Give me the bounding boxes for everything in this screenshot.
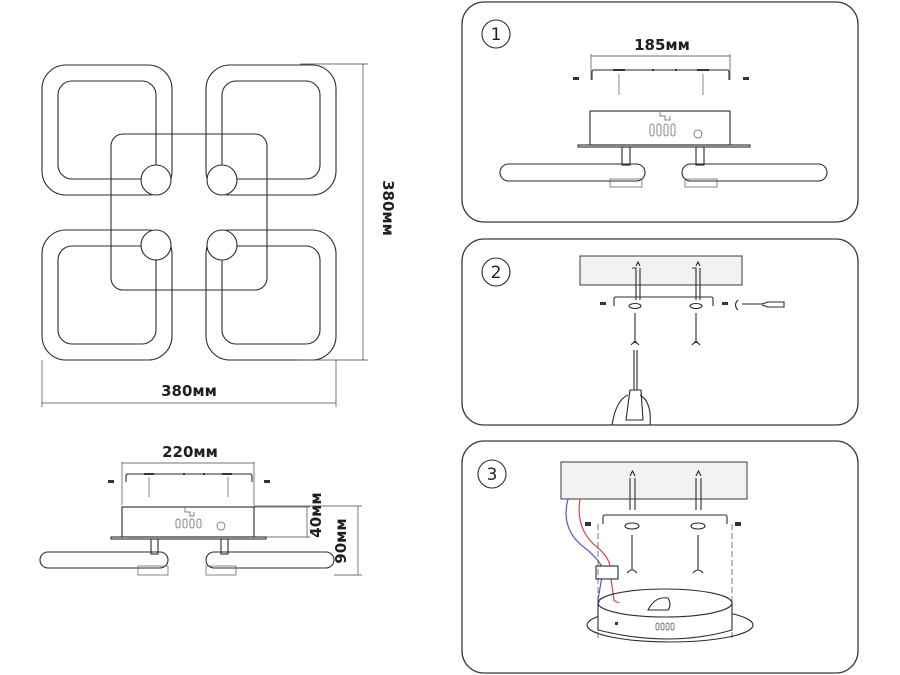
arm-right xyxy=(205,551,335,569)
step-2-screw-left xyxy=(630,313,640,346)
ring-bottom-right xyxy=(205,229,337,361)
side-screw-right xyxy=(264,480,270,483)
step-3-bracket xyxy=(602,514,728,524)
step-3-screw-left xyxy=(626,535,638,574)
width-label: 380мм xyxy=(161,382,217,400)
hand-icon xyxy=(611,394,651,426)
step-3-screw-right xyxy=(692,535,704,574)
base-flange xyxy=(110,536,267,540)
step-3-anchor-right xyxy=(695,469,702,510)
step-1-panel: 1 185мм xyxy=(461,1,859,223)
step-2-ceiling xyxy=(579,255,743,286)
screwdriver-icon xyxy=(625,350,644,421)
step-2-screw-right xyxy=(691,313,701,346)
mounting-bracket xyxy=(125,473,253,482)
step-3-anchor-left xyxy=(629,469,636,510)
joint-bottom-right xyxy=(206,229,238,261)
step-1-arm-left xyxy=(499,163,646,182)
step-1-arm-right xyxy=(681,163,828,182)
step-2-anchor-left xyxy=(632,260,641,300)
terminal-block xyxy=(595,565,619,580)
joint-top-right xyxy=(206,164,238,196)
step-3-badge xyxy=(477,459,507,489)
step-2-screwdriver-horizontal xyxy=(742,301,785,308)
step-3-panel: 3 xyxy=(461,440,859,674)
ring-bottom-left xyxy=(41,229,173,361)
base-plate xyxy=(110,133,268,291)
ring-top-left xyxy=(41,64,173,196)
total-height-label: 90мм xyxy=(332,518,350,563)
step-2-bracket xyxy=(613,296,714,306)
step-2-panel: 2 xyxy=(461,238,859,426)
side-view: 220мм 40мм xyxy=(39,443,362,576)
step-2-number: 2 xyxy=(491,263,502,283)
step-1-badge xyxy=(481,19,511,49)
step-3-number: 3 xyxy=(487,465,498,485)
rotate-arrow-icon xyxy=(734,299,739,311)
step-3-fixture-base xyxy=(597,603,733,640)
ring-top-right xyxy=(205,64,337,196)
step-2-anchor-right xyxy=(692,260,701,300)
side-screw-left xyxy=(108,480,114,483)
base-box xyxy=(121,506,255,538)
arm-left xyxy=(39,551,169,569)
connector-slots xyxy=(175,518,202,529)
base-height-label: 40мм xyxy=(307,492,325,537)
step-1-number: 1 xyxy=(491,25,502,45)
top-view: 380мм 380мм xyxy=(41,63,397,407)
bracket-width-label: 220мм xyxy=(162,443,218,461)
step-2-badge xyxy=(481,257,511,287)
step-1-dimension-label: 185мм xyxy=(634,36,690,54)
height-label: 380мм xyxy=(379,180,397,236)
joint-top-left xyxy=(140,164,172,196)
joint-bottom-left xyxy=(140,229,172,261)
step-3-ceiling xyxy=(560,461,748,500)
step-3-fixture-rim xyxy=(597,588,733,618)
step-1-bracket xyxy=(591,69,730,80)
